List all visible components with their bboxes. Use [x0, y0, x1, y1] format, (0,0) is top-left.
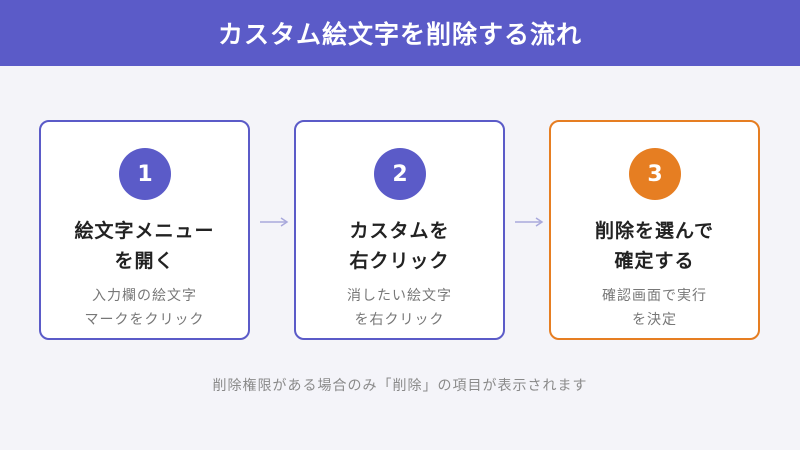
step-title: 絵文字メニュー を開く [41, 216, 248, 276]
step-number-badge: 1 [119, 148, 171, 200]
step-description-line: 消したい絵文字 [347, 288, 452, 304]
step-card-3: 3 削除を選んで 確定する 確認画面で実行 を決定 [549, 120, 760, 340]
header-bar: カスタム絵文字を削除する流れ [0, 0, 800, 66]
step-description: 消したい絵文字 を右クリック [296, 284, 503, 332]
arrow-right-icon [260, 217, 289, 227]
step-title-line: カスタムを [349, 220, 450, 242]
step-description-line: マークをクリック [84, 312, 205, 328]
step-description: 確認画面で実行 を決定 [551, 284, 758, 332]
step-title-line: を開く [114, 250, 175, 272]
page-title: カスタム絵文字を削除する流れ [217, 20, 582, 49]
step-title-line: 削除を選んで [594, 220, 715, 242]
step-number-badge: 3 [629, 148, 681, 200]
step-title: カスタムを 右クリック [296, 216, 503, 276]
step-number-badge: 2 [374, 148, 426, 200]
step-description: 入力欄の絵文字 マークをクリック [41, 284, 248, 332]
step-title-line: 右クリック [349, 250, 450, 272]
step-card-1: 1 絵文字メニュー を開く 入力欄の絵文字 マークをクリック [39, 120, 250, 340]
step-description-line: 入力欄の絵文字 [92, 288, 197, 304]
step-description-line: 確認画面で実行 [602, 288, 707, 304]
step-title-line: 絵文字メニュー [74, 220, 215, 242]
step-description-line: を右クリック [354, 312, 445, 328]
step-card-2: 2 カスタムを 右クリック 消したい絵文字 を右クリック [294, 120, 505, 340]
step-description-line: を決定 [632, 312, 677, 328]
footnote: 削除権限がある場合のみ「削除」の項目が表示されます [212, 378, 588, 394]
step-title-line: 確定する [614, 250, 695, 272]
arrow-right-icon [515, 217, 544, 227]
step-title: 削除を選んで 確定する [551, 216, 758, 276]
